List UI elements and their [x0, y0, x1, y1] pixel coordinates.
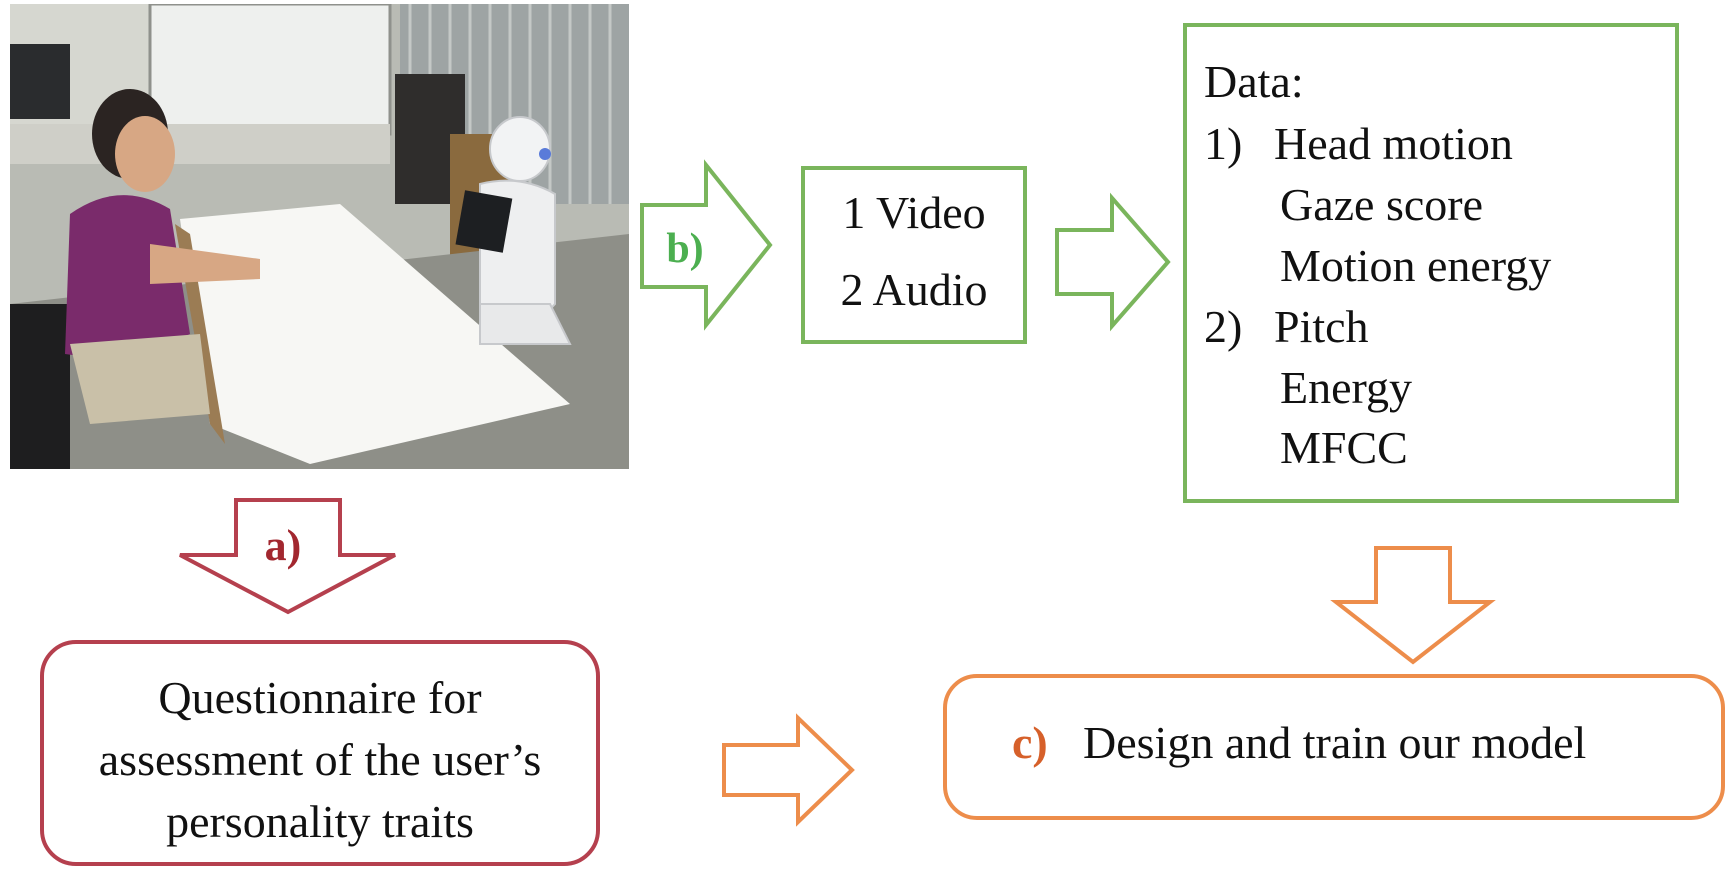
arrow-data-to-model [1330, 546, 1496, 665]
photo-person-face [115, 116, 175, 192]
arrow-questionnaire-to-model [722, 713, 855, 827]
photo-robot-eye [539, 148, 551, 160]
photo-person-legs [70, 334, 210, 424]
questionnaire-line-1: Questionnaire for [158, 672, 481, 723]
data-item2-number: 2) [1204, 301, 1242, 352]
photo-person-shirt [65, 195, 190, 357]
questionnaire-box [40, 640, 600, 866]
arrow-a-label: a) [265, 521, 302, 570]
photo-person-arm [150, 244, 260, 284]
model-c-label: c) [1012, 717, 1048, 768]
photo-robot-base [479, 303, 572, 345]
photo-user-and-robot [10, 4, 629, 469]
data-item2-pitch: Pitch [1274, 301, 1369, 352]
data-item1-gaze-score: Gaze score [1280, 179, 1483, 230]
photo-table [180, 204, 570, 464]
photo-robot-tablet [455, 190, 513, 253]
media-box [801, 166, 1027, 344]
data-box [1183, 23, 1679, 503]
photo-back-desk [10, 124, 390, 164]
arrow-media-to-data [1055, 192, 1171, 332]
arrow-b [640, 159, 773, 331]
data-title: Data: [1204, 56, 1304, 107]
arrow-b-label: b) [666, 226, 703, 272]
model-box [943, 674, 1725, 820]
questionnaire-line-3: personality traits [166, 796, 474, 847]
questionnaire-line-2: assessment of the user’s [99, 734, 541, 785]
data-item1-motion-energy: Motion energy [1280, 240, 1551, 291]
data-item1-number: 1) [1204, 118, 1242, 169]
model-label: Design and train our model [1083, 717, 1586, 768]
photo-monitor [10, 44, 70, 119]
data-item2-mfcc: MFCC [1280, 422, 1408, 473]
media-audio-label: 2 Audio [841, 264, 988, 315]
photo-chair [10, 304, 70, 469]
data-item1-head-motion: Head motion [1274, 118, 1513, 169]
data-item2-energy: Energy [1280, 362, 1412, 413]
arrow-a [179, 498, 396, 615]
media-video-label: 1 Video [842, 187, 985, 238]
